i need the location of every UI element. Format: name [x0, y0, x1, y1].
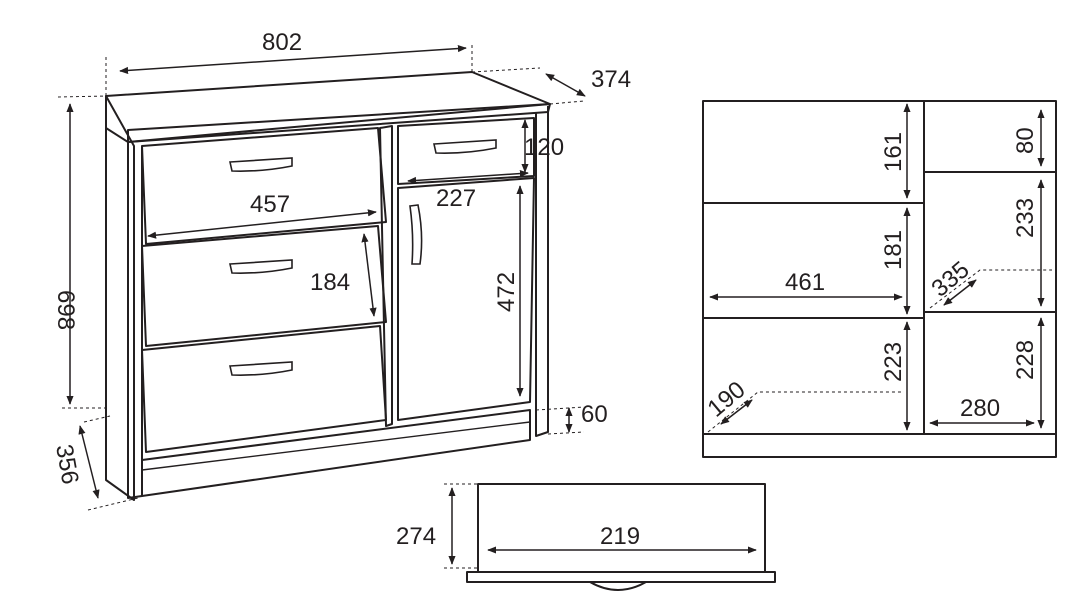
dim-line-base-depth: [78, 425, 100, 499]
dim-line-left-bottom-depth: [720, 399, 753, 425]
dim-line-overall-width: [119, 44, 467, 75]
dim-label-overall-width: 802: [262, 29, 302, 56]
elevation-outline: [702, 100, 1057, 458]
guide-line-base-front: [83, 415, 111, 423]
dim-label-overall-depth: 374: [591, 66, 631, 93]
front-elevation-view: [702, 100, 1057, 458]
dim-line-small-drawer-width: [407, 169, 529, 185]
dim-label-left-shelf-top-height: 161: [880, 132, 907, 172]
drawer-box-handle-arc: [589, 581, 647, 591]
dim-label-base-depth: 356: [50, 442, 84, 486]
dim-label-left-shelf-bottom-height: 223: [880, 342, 907, 382]
dim-label-right-middle-height: 233: [1012, 198, 1039, 238]
dim-label-door-height: 472: [493, 272, 520, 312]
cabinet-dimensions: 802 374 698 356 457 184 120 227 472 60: [50, 29, 631, 499]
dim-label-overall-height: 698: [52, 290, 79, 330]
dim-label-right-inner-width: 280: [960, 395, 1000, 422]
guide-line-plinth-bottom: [547, 431, 585, 435]
dim-label-right-top-height: 80: [1012, 127, 1039, 154]
guide-line-plinth-top: [535, 406, 585, 411]
drawer-box-detail-view: 274 219: [396, 483, 776, 591]
drawer-3-front: [141, 325, 387, 453]
dim-line-drawer-front-height: [361, 233, 377, 317]
cabinet-plinth: [141, 409, 531, 497]
drawer-2-handle: [229, 259, 293, 274]
drawer-1-front: [141, 127, 387, 245]
dim-line-drawer-width: [147, 209, 377, 239]
cabinet-middle-partition: [379, 125, 393, 427]
dim-line-overall-depth: [545, 73, 586, 97]
dim-label-right-shelf-depth: 335: [927, 256, 975, 302]
small-drawer-handle: [433, 139, 497, 154]
drawer-box-front-plate: [466, 571, 776, 583]
guide-line-base-back: [87, 497, 139, 511]
cabinet-right-side-panel: [535, 106, 549, 437]
dim-label-small-drawer-height: 120: [524, 134, 564, 161]
dim-label-left-bottom-depth: 190: [703, 376, 751, 422]
small-drawer-front: [397, 117, 535, 185]
front-elevation-dimensions: 161 181 461 223 190 80 233 335 228 280: [703, 103, 1045, 431]
cabinet-plinth-inner-line: [141, 421, 531, 471]
drawer-3-handle: [229, 361, 293, 376]
dim-line-right-shelf-depth: [943, 279, 977, 306]
dim-label-left-shelf-middle-height: 181: [880, 230, 907, 270]
cabinet-left-side-panel: [105, 95, 135, 501]
dim-label-drawer-width: 457: [250, 191, 290, 218]
drawer-1-handle: [229, 157, 293, 172]
cabinet-left-front-panel: [127, 142, 143, 499]
door-handle: [409, 204, 423, 265]
guide-line-right-top: [549, 100, 585, 105]
dim-label-plinth-height: 60: [581, 401, 608, 428]
guide-line-top-right-horizontal: [471, 67, 541, 73]
dim-label-left-inner-width: 461: [785, 269, 825, 296]
guide-line-left-top-horizontal: [57, 95, 107, 98]
dim-label-box-height: 274: [396, 523, 436, 550]
dim-label-small-drawer-width: 227: [436, 185, 476, 212]
dim-label-box-width: 219: [600, 523, 640, 550]
dim-label-drawer-front-height: 184: [310, 269, 350, 296]
dim-label-right-bottom-height: 228: [1012, 340, 1039, 380]
